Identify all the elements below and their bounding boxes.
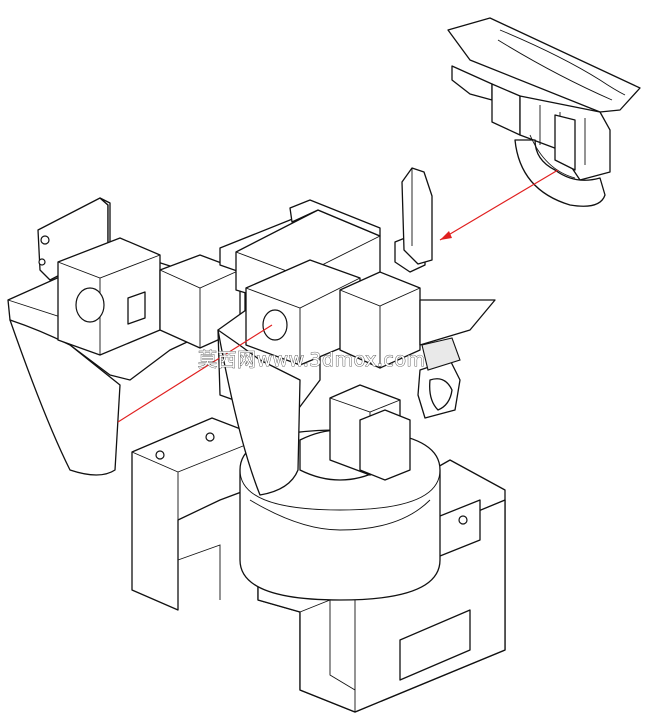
axis-line-lower (117, 324, 273, 423)
axis-line-upper (439, 169, 559, 241)
clip-part-right (447, 17, 641, 207)
assembly-axis-lines (117, 169, 559, 423)
watermark-text: 莫西网www.3dmox.com (198, 349, 425, 371)
axis-arrowhead (440, 231, 452, 240)
trigger-lever-left (7, 197, 246, 476)
switch-block-center (217, 167, 496, 496)
